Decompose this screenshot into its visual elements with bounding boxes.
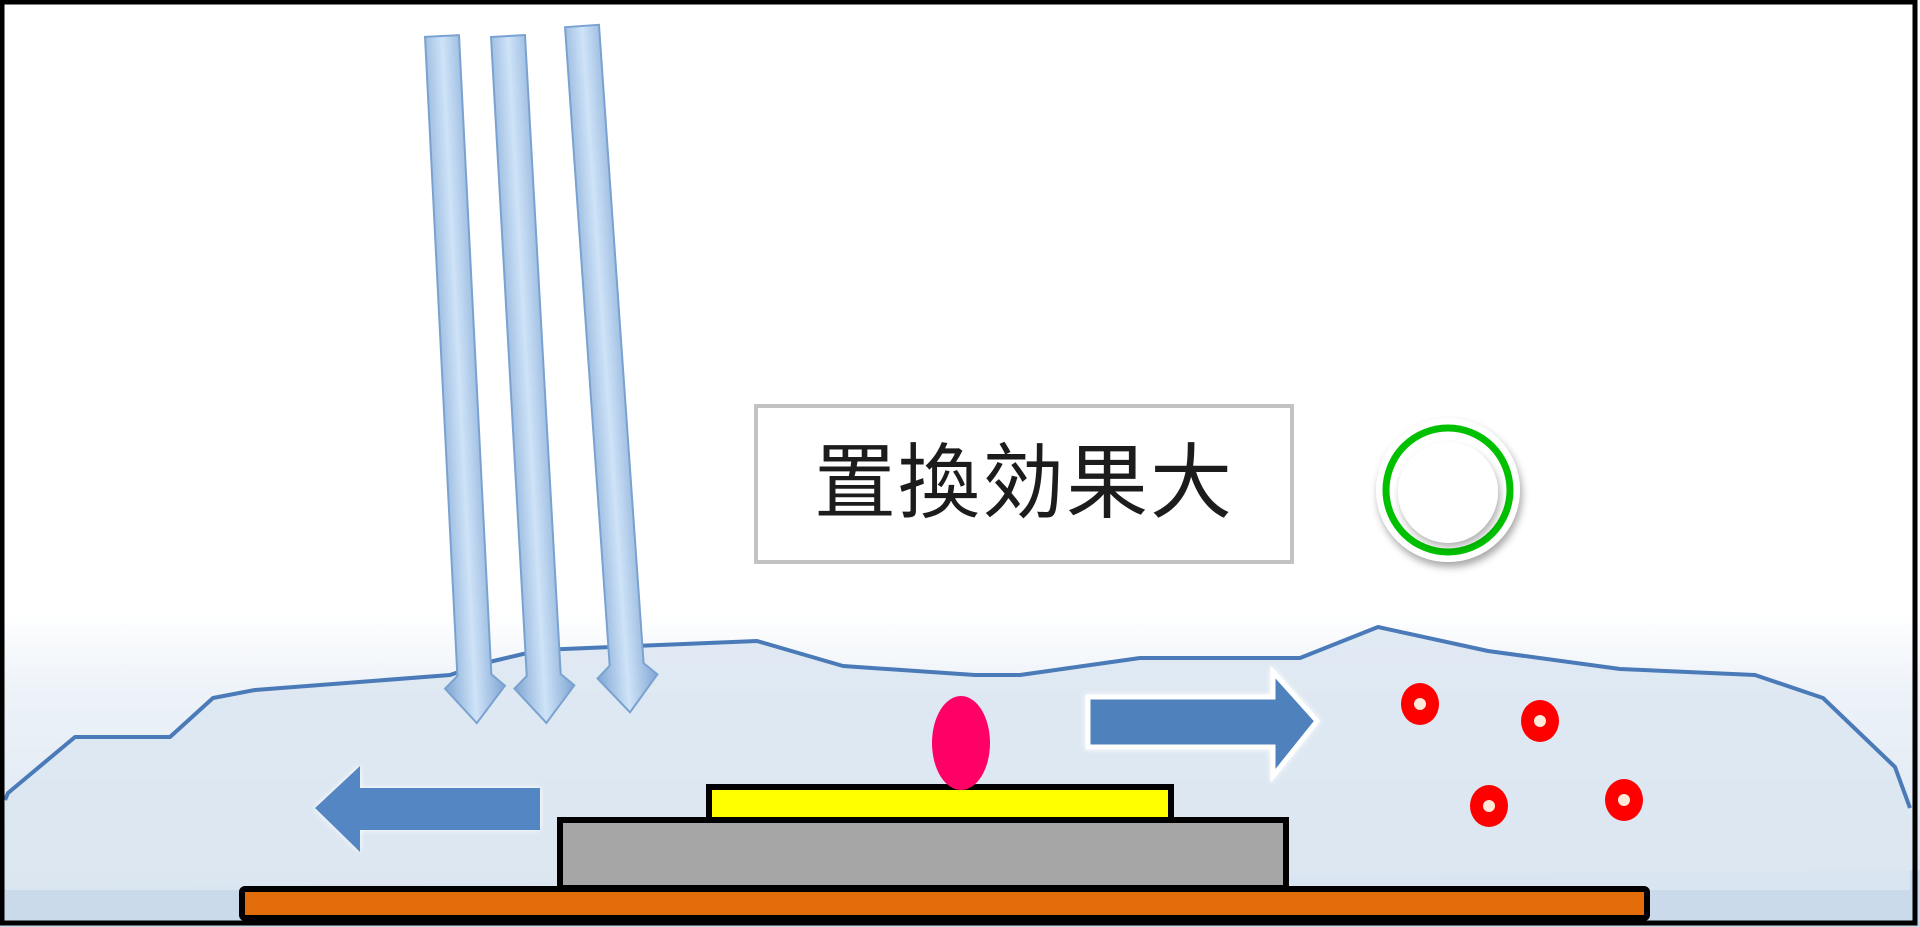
label-text: 置換効果大 [813,436,1234,531]
top-layer [706,784,1174,823]
right-flow-arrow-icon [1085,665,1321,784]
good-circle-icon [1376,418,1520,562]
beam-arrow-icon [563,23,659,714]
displaced-particles [1401,683,1643,827]
displaced-particle [1401,683,1439,725]
displaced-particle [1605,779,1643,821]
beam-arrow-icon [423,34,507,725]
beam-arrow-icon [489,33,576,725]
incident-beam-arrows [423,23,659,725]
displaced-particle [1470,785,1508,827]
adsorbed-particle [932,696,990,790]
label-box: 置換効果大 [754,404,1294,564]
liquid-surface-line [3,625,1912,809]
displaced-particle [1521,700,1559,742]
middle-layer [557,817,1289,891]
left-flow-arrow-icon [315,766,540,852]
base-layer [239,886,1650,921]
